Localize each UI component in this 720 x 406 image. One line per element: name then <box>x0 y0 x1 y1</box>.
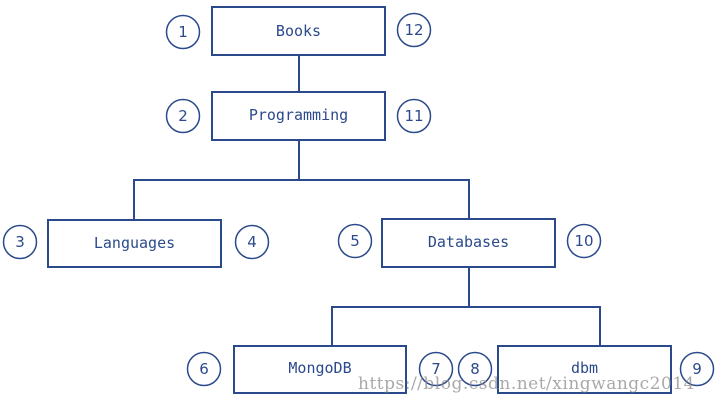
node-programming-left-number: 2 <box>178 107 188 125</box>
node-books-right-number: 12 <box>404 21 423 39</box>
node-languages-right-number: 4 <box>247 233 257 251</box>
node-programming-left-circle <box>165 98 201 134</box>
node-books-right-circle <box>396 12 432 48</box>
node-languages-left-circle <box>2 224 38 260</box>
node-programming-right-circle <box>396 98 432 134</box>
node-dbm: dbm 8 9 <box>457 345 715 394</box>
node-mongodb-right-circle <box>418 351 454 387</box>
edge-databases-dbm <box>469 306 601 346</box>
node-dbm-left-circle <box>457 351 493 387</box>
node-languages-right-circle <box>234 224 270 260</box>
node-programming: Programming 2 11 <box>165 91 432 141</box>
node-books: Books 1 12 <box>165 6 432 56</box>
node-dbm-right-number: 9 <box>692 360 702 378</box>
node-languages: Languages 3 4 <box>2 219 270 268</box>
node-databases-box <box>381 218 556 268</box>
node-languages-label: Languages <box>94 234 175 252</box>
watermark-text: https://blog.csdn.net/xingwangc2014 <box>358 374 695 394</box>
node-books-left-number: 1 <box>178 23 188 41</box>
node-databases-label: Databases <box>428 233 509 251</box>
edges <box>133 55 601 346</box>
node-mongodb-label: MongoDB <box>288 359 351 377</box>
node-languages-left-number: 3 <box>15 233 25 251</box>
node-mongodb-right-number: 7 <box>431 360 441 378</box>
node-databases-right-circle <box>566 223 602 259</box>
node-dbm-right-circle <box>679 351 715 387</box>
node-programming-box <box>211 91 386 141</box>
node-dbm-label: dbm <box>571 359 598 377</box>
node-databases-left-circle <box>337 223 373 259</box>
edge-programming-children <box>133 140 300 220</box>
node-books-left-circle <box>165 14 201 50</box>
node-books-box <box>211 6 386 56</box>
edge-programming-databases <box>299 179 470 219</box>
node-programming-label: Programming <box>249 106 348 124</box>
node-books-label: Books <box>276 22 321 40</box>
node-mongodb-left-circle <box>186 351 222 387</box>
node-languages-box <box>47 219 222 268</box>
node-programming-right-number: 11 <box>404 107 423 125</box>
node-mongodb-box <box>233 345 407 394</box>
node-mongodb-left-number: 6 <box>199 360 209 378</box>
node-databases-left-number: 5 <box>350 232 360 250</box>
node-mongodb: MongoDB 6 7 <box>186 345 454 394</box>
node-databases-right-number: 10 <box>574 232 593 250</box>
node-dbm-box <box>497 345 672 394</box>
node-dbm-left-number: 8 <box>470 360 480 378</box>
node-databases: Databases 5 10 <box>337 218 602 268</box>
edge-databases-children <box>331 267 470 346</box>
